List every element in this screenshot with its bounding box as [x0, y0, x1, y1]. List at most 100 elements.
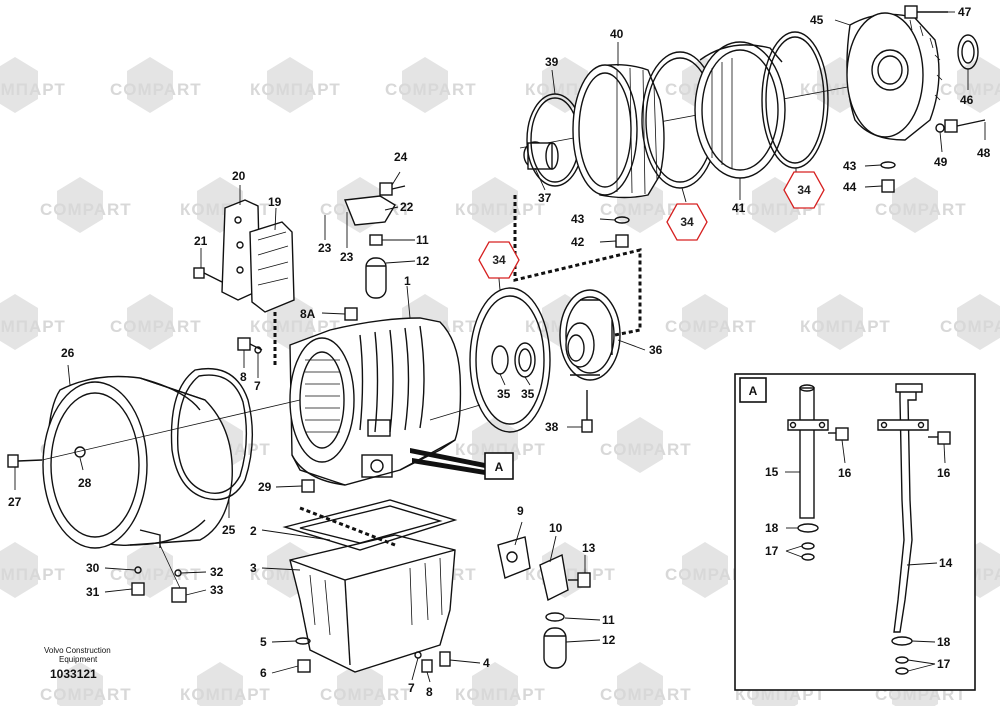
label-32: 32	[210, 565, 224, 579]
label-11-lower: 11	[602, 613, 615, 627]
watermark-text: COMPART	[110, 80, 202, 99]
watermark-logo-icon	[197, 662, 243, 706]
label-35-right: 35	[521, 387, 535, 401]
watermark-text: COMPART	[940, 317, 1000, 336]
watermark-text: COMPART	[320, 685, 412, 704]
label-11: 11	[416, 233, 429, 247]
label-8: 8	[240, 370, 247, 384]
watermark-text: COMPART	[665, 317, 757, 336]
transmission-housing-1	[289, 317, 462, 486]
label-9: 9	[517, 504, 524, 518]
label-2: 2	[250, 524, 257, 538]
label-48: 48	[977, 146, 991, 160]
bolt-8-left	[237, 337, 263, 354]
detail-box-a-label: A	[749, 384, 758, 398]
label-d16: 16	[838, 466, 852, 480]
label-46: 46	[960, 93, 974, 107]
converter-housing-26	[42, 375, 233, 549]
filter-upper-12	[365, 234, 387, 299]
watermark-text: КОМПАРТ	[250, 80, 341, 99]
watermark-text: COMPART	[600, 440, 692, 459]
bolt-38	[581, 390, 593, 433]
label-12: 12	[416, 254, 430, 268]
filter-lower-12	[543, 612, 567, 669]
watermark-text: КОМПАРТ	[250, 317, 341, 336]
oil-pan-3	[289, 534, 456, 673]
label-29: 29	[258, 480, 272, 494]
label-4: 4	[483, 656, 490, 670]
label-23-right: 23	[340, 250, 354, 264]
washer-49	[935, 123, 945, 133]
drawing-number: 1033121	[50, 667, 97, 681]
gasket-34-rear	[761, 31, 829, 169]
label-d17: 17	[765, 544, 779, 558]
label-27: 27	[8, 495, 22, 509]
watermark-text: КОМПАРТ	[800, 317, 891, 336]
watermark-text: COMPART	[385, 80, 477, 99]
leader-lines	[14, 11, 986, 683]
seal-46	[957, 34, 979, 70]
watermark-text: КОМПАРТ	[455, 200, 546, 219]
label-41: 41	[732, 201, 746, 215]
label-43-right: 43	[843, 159, 857, 173]
label-30: 30	[86, 561, 100, 575]
watermark-logo-icon	[0, 57, 38, 113]
watermark-text: COMPART	[110, 565, 202, 584]
label-39: 39	[545, 55, 559, 69]
label-24: 24	[394, 150, 408, 164]
watermark-text: COMPART	[110, 317, 202, 336]
watermark-logo-icon	[0, 542, 38, 598]
label-d16-right: 16	[937, 466, 951, 480]
watermark-text: COMPART	[600, 685, 692, 704]
label-1: 1	[404, 274, 411, 288]
label-37: 37	[538, 191, 552, 205]
plug-5-6	[295, 637, 311, 673]
watermark-logo-icon	[892, 177, 938, 233]
label-44: 44	[843, 180, 857, 194]
gasket-34-pump	[469, 287, 551, 433]
watermark-logo-icon	[127, 294, 173, 350]
label-d18-right: 18	[937, 635, 951, 649]
valve-body-20	[221, 199, 295, 313]
label-45: 45	[810, 13, 824, 27]
label-6: 6	[260, 666, 267, 680]
label-d14: 14	[939, 556, 953, 570]
watermark-logo-icon	[682, 542, 728, 598]
pump-36	[559, 289, 621, 381]
watermark-logo-icon	[57, 662, 103, 706]
label-12-lower: 12	[602, 633, 616, 647]
watermark-text: КОМПАРТ	[455, 440, 546, 459]
watermark-text: COMPART	[665, 565, 757, 584]
label-49: 49	[934, 155, 948, 169]
label-d18: 18	[765, 521, 779, 535]
watermark-logo-icon	[267, 294, 313, 350]
watermark-logo-icon	[267, 57, 313, 113]
label-22: 22	[400, 200, 414, 214]
plug-8a	[344, 307, 358, 321]
bolt-21	[193, 267, 223, 283]
detail-marker-a: A	[410, 448, 514, 480]
label-20: 20	[232, 169, 246, 183]
watermark-text: COMPART	[600, 200, 692, 219]
watermark-text: КОМПАРТ	[0, 80, 66, 99]
plug-29	[301, 479, 315, 493]
watermark-logo-icon	[337, 662, 383, 706]
watermark-logo-icon	[472, 177, 518, 233]
label-7-bottom: 7	[408, 681, 415, 695]
label-d17-right: 17	[937, 657, 951, 671]
label-5: 5	[260, 635, 267, 649]
label-43: 43	[571, 212, 585, 226]
bolt-48	[944, 119, 986, 133]
label-19: 19	[268, 195, 282, 209]
part-labels: 1 2 3 4 5 6 7 7 8 8 8A 9 10 11 11 12 12 …	[8, 5, 991, 699]
watermark-logo-icon	[402, 57, 448, 113]
label-35: 35	[497, 387, 511, 401]
label-34-upper: 34	[797, 183, 811, 197]
label-40: 40	[610, 27, 624, 41]
label-28: 28	[78, 476, 92, 490]
label-31: 31	[86, 585, 100, 599]
caption-line2: Equipment	[59, 655, 98, 664]
label-23: 23	[318, 241, 332, 255]
watermark-text: COMPART	[940, 80, 1000, 99]
